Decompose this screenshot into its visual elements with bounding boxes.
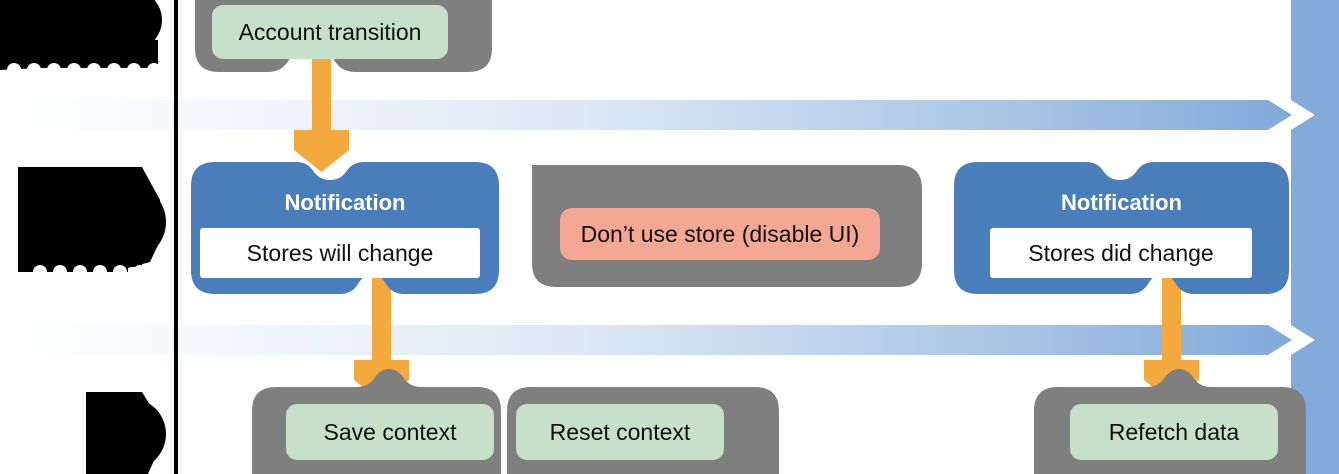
swimlane-divider-band-1 xyxy=(0,100,1292,130)
container-reset-context xyxy=(507,387,779,474)
container-save-context xyxy=(252,369,501,474)
node-refetch-data-fill xyxy=(1070,404,1278,460)
container-notification-right xyxy=(954,162,1289,294)
swimlane-divider-band-2 xyxy=(0,325,1292,355)
lane-divider-rule xyxy=(174,0,178,474)
node-save-context-fill xyxy=(286,404,494,460)
redacted-lane-label-3 xyxy=(86,392,166,474)
container-notification-left xyxy=(191,162,499,294)
container-refetch-data xyxy=(1034,369,1306,474)
redacted-lane-label-2 xyxy=(18,167,166,279)
node-reset-context-fill xyxy=(516,404,724,460)
node-account-transition-fill xyxy=(212,5,448,59)
redacted-lane-label-1 xyxy=(0,0,162,77)
container-dont-use-store xyxy=(532,165,922,287)
arrow-account-to-will-change xyxy=(294,42,349,172)
node-dont-use-store-fill xyxy=(560,208,880,260)
swimlane-vertical-band xyxy=(1291,0,1339,474)
